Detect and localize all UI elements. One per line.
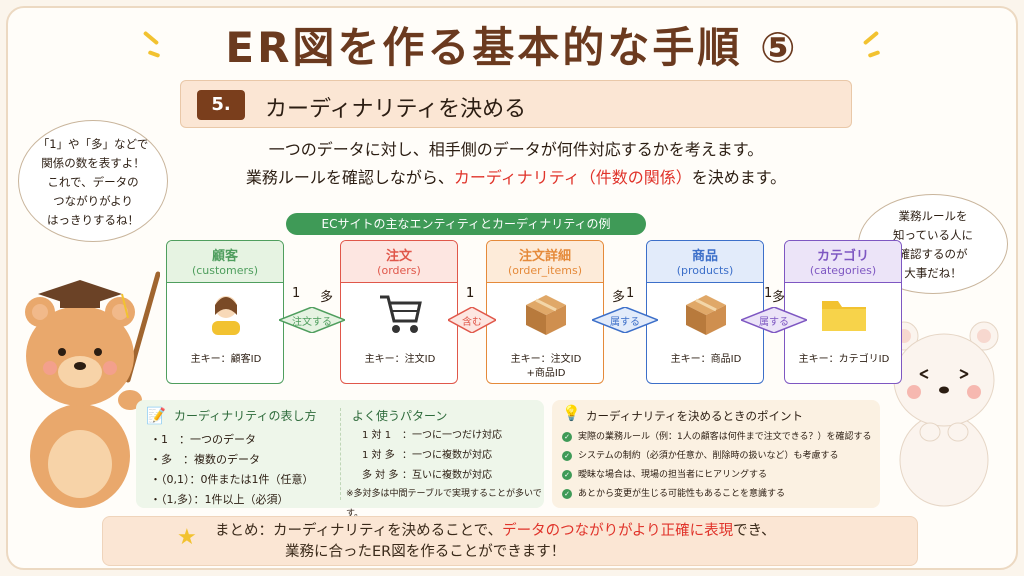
relationship-diamond: 注文する <box>279 307 345 333</box>
cardinality-right: 多 <box>320 290 334 305</box>
cardinality-right: 1 <box>626 286 635 301</box>
entity-name: 注文詳細 <box>518 249 571 264</box>
intro-highlight: カーディナリティ（件数の関係） <box>453 168 692 187</box>
entity-header: 顧客(customers) <box>167 241 283 283</box>
pattern-item: 1 対 1：一つに一つだけ対応 <box>362 430 502 441</box>
relationship-label: 属する <box>610 317 640 328</box>
notation-item: ・多 ：複数のデータ <box>150 453 260 466</box>
step-header: 5. カーディナリティを決める <box>180 80 852 128</box>
entity-table-name: (categories) <box>809 264 877 277</box>
patterns-note: ※多対多は中間テーブルで実現することが多いです。 <box>346 489 542 519</box>
star-icon: ★ <box>177 525 197 550</box>
entity-primary-key: 主キー：顧客ID <box>190 354 262 365</box>
intro-text: 一つのデータに対し、相手側のデータが何件対応するかを考えます。 業務ルールを確認… <box>180 136 852 192</box>
entity-table-name: (customers) <box>191 264 259 277</box>
point-item: ✓システムの制約（必須か任意か、削除時の扱いなど）も考慮する <box>562 447 876 466</box>
relationship-label: 属する <box>759 317 789 328</box>
divider <box>340 408 341 500</box>
cardinality-left: 1 <box>292 286 301 301</box>
box-icon <box>487 291 603 341</box>
check-icon: ✓ <box>562 450 572 461</box>
pattern-item: 1 対 多：一つに複数が対応 <box>362 450 492 461</box>
notation-item: ・（1,多）：1件以上（必須） <box>150 493 289 506</box>
teacher-bear-illustration <box>25 271 160 508</box>
entity-table-name: (products) <box>676 264 734 277</box>
cart-icon <box>341 291 457 339</box>
entity-header: 注文詳細(order_items) <box>487 241 603 283</box>
check-icon: ✓ <box>562 431 572 442</box>
intro-line-2: 業務ルールを確認しながら、カーディナリティ（件数の関係）を決めます。 <box>245 168 787 187</box>
notation-panel: 📝 カーディナリティの表し方 ・1 ：一つのデータ ・多 ：複数のデータ ・（0… <box>136 400 544 519</box>
folder-icon <box>785 291 901 339</box>
entity-table-name: (order_items) <box>508 264 582 277</box>
entity-card: 商品(products) 主キー：商品ID <box>646 240 764 384</box>
summary-highlight: データのつながりがより正確に表現 <box>502 523 734 539</box>
notation-title: カーディナリティの表し方 <box>174 409 317 423</box>
memo-icon: 📝 <box>146 406 166 425</box>
patterns-title: よく使うパターン <box>352 409 448 423</box>
entity-header: 商品(products) <box>647 241 763 283</box>
cardinality-left: 1 <box>466 286 475 301</box>
entity-header: 注文(orders) <box>341 241 457 283</box>
point-item: ✓あとから変更が生じる可能性もあることを意識する <box>562 485 876 504</box>
check-icon: ✓ <box>562 469 572 480</box>
entity-name: 顧客 <box>211 249 238 264</box>
entity-card: 顧客(customers) 主キー：顧客ID <box>166 240 284 384</box>
entity-card: 注文(orders) 主キー：注文ID <box>340 240 458 384</box>
entity-card: 注文詳細(order_items) 主キー：注文ID+商品ID <box>486 240 604 384</box>
page-title: ER図を作る基本的な手順 ⑤ <box>225 23 799 72</box>
entity-primary-key: 主キー：カテゴリID <box>798 354 890 365</box>
relationship-label: 含む <box>462 317 482 328</box>
summary-box: ★ まとめ：カーディナリティを決めることで、データのつながりがより正確に表現でき… <box>102 516 918 566</box>
notation-item: ・1 ：一つのデータ <box>150 433 256 446</box>
entity-primary-key: 主キー：商品ID <box>670 354 742 365</box>
points-title: カーディナリティを決めるときのポイント <box>586 409 804 423</box>
point-item: ✓実際の業務ルール（例：1人の顧客は何件まで注文できる？）を確認する <box>562 428 876 447</box>
summary-text: まとめ：カーディナリティを決めることで、データのつながりがより正確に表現でき、 … <box>215 523 776 560</box>
intro-line-1: 一つのデータに対し、相手側のデータが何件対応するかを考えます。 <box>268 140 764 159</box>
left-speech-bubble: 「1」や「多」などで 関係の数を表すよ！ これで、データの つながりがより はっ… <box>18 120 168 242</box>
ec-diagram-title: ECサイトの主なエンティティとカーディナリティの例 <box>286 213 646 235</box>
relationship-label: 注文する <box>292 317 332 328</box>
cardinality-right: 1 <box>764 286 773 301</box>
entity-name: カテゴリ <box>816 249 869 264</box>
relationship-diamond: 属する <box>592 307 658 333</box>
entity-table-name: (orders) <box>377 264 421 277</box>
person-icon <box>167 291 283 339</box>
entity-primary-key: 主キー：注文ID <box>364 354 436 365</box>
pattern-item: 多 対 多：互いに複数が対応 <box>362 470 492 481</box>
check-icon: ✓ <box>562 488 572 499</box>
relationship-diamond: 含む <box>448 307 496 333</box>
points-panel: 💡 カーディナリティを決めるときのポイント ✓実際の業務ルール（例：1人の顧客は… <box>552 400 880 508</box>
step-title: カーディナリティを決める <box>265 97 527 122</box>
lightbulb-icon: 💡 <box>562 404 581 422</box>
entity-primary-key: 主キー：注文ID+商品ID <box>510 354 582 379</box>
cardinality-left: 多 <box>612 290 626 305</box>
cardinality-right: 1 <box>466 286 475 301</box>
notation-item: ・（0,1）：0件または1件（任意） <box>150 473 314 486</box>
entity-header: カテゴリ(categories) <box>785 241 901 283</box>
entity-name: 商品 <box>691 249 718 264</box>
point-item: ✓曖昧な場合は、現場の担当者にヒアリングする <box>562 466 876 485</box>
step-number: 5. <box>197 90 245 120</box>
cardinality-left: 多 <box>772 290 786 305</box>
entity-name: 注文 <box>385 249 412 264</box>
white-bear-illustration <box>889 321 999 507</box>
relationship-diamond: 属する <box>741 307 807 333</box>
box-icon <box>647 291 763 341</box>
entity-card: カテゴリ(categories) 主キー：カテゴリID <box>784 240 902 384</box>
